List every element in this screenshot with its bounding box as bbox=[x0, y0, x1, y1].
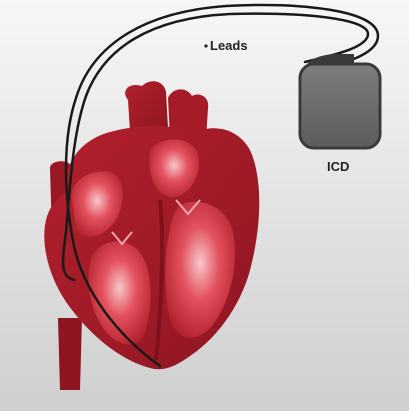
inferior-vena-cava bbox=[58, 318, 82, 390]
icd-device-icon bbox=[300, 54, 380, 148]
leads-pointer-dot bbox=[204, 44, 207, 47]
icd-body bbox=[300, 64, 380, 148]
icd-label: ICD bbox=[327, 159, 349, 174]
leads-label: Leads bbox=[210, 38, 248, 53]
aorta-vessel bbox=[125, 81, 168, 132]
